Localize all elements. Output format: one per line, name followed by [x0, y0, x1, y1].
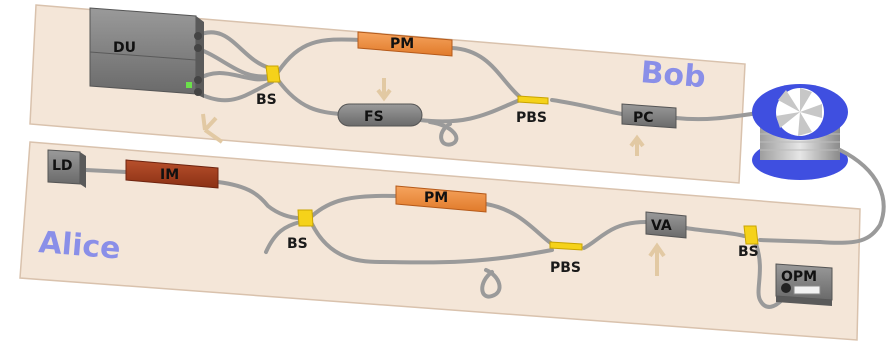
du-arrow	[201, 113, 224, 144]
va-label: VA	[651, 218, 672, 234]
fs-label: FS	[364, 109, 384, 125]
alice-panel-background	[19, 141, 861, 341]
va-variable-attenuator: VA	[645, 211, 687, 239]
alice-pm: PM	[395, 185, 487, 213]
bob-pbs-label: PBS	[516, 110, 547, 126]
alice-bs2: BS	[738, 225, 759, 260]
ld-laser-diode: LD	[47, 149, 86, 188]
alice-fibers	[84, 168, 822, 309]
im-label: IM	[160, 167, 179, 183]
alice-pbs: PBS	[549, 241, 583, 276]
alice-pbs-label: PBS	[550, 260, 581, 276]
alice-bs: BS	[287, 209, 314, 252]
im-intensity-modulator: IM	[125, 159, 219, 189]
bob-arrows	[201, 78, 645, 156]
ld-label: LD	[52, 158, 73, 174]
pc-polarization-controller: PC	[621, 103, 677, 129]
link-fiber	[818, 148, 886, 245]
alice-bs-label: BS	[287, 236, 308, 252]
opm-power-meter: OPM	[775, 263, 833, 306]
bob-pm: PM	[357, 31, 453, 57]
pm-arrow	[376, 78, 392, 102]
va-arrow	[648, 242, 666, 276]
fs-fiber-stretcher: FS	[337, 103, 423, 127]
alice-title: Alice	[37, 225, 122, 267]
bob-bs-label: BS	[256, 92, 277, 108]
bob-title: Bob	[639, 55, 707, 95]
bob-pm-label: PM	[390, 36, 414, 52]
du-detector-unit: DU	[89, 7, 204, 98]
alice-bs2-label: BS	[738, 244, 759, 260]
fiber-spool	[752, 84, 848, 180]
pc-label: PC	[633, 110, 654, 126]
opm-label: OPM	[781, 269, 817, 285]
alice-pm-label: PM	[424, 190, 448, 206]
alice-panel: Alice	[19, 141, 861, 341]
bob-bs: BS	[256, 65, 281, 108]
bob-pbs: PBS	[516, 95, 549, 126]
du-label: DU	[113, 40, 136, 56]
pc-arrow	[629, 134, 645, 156]
